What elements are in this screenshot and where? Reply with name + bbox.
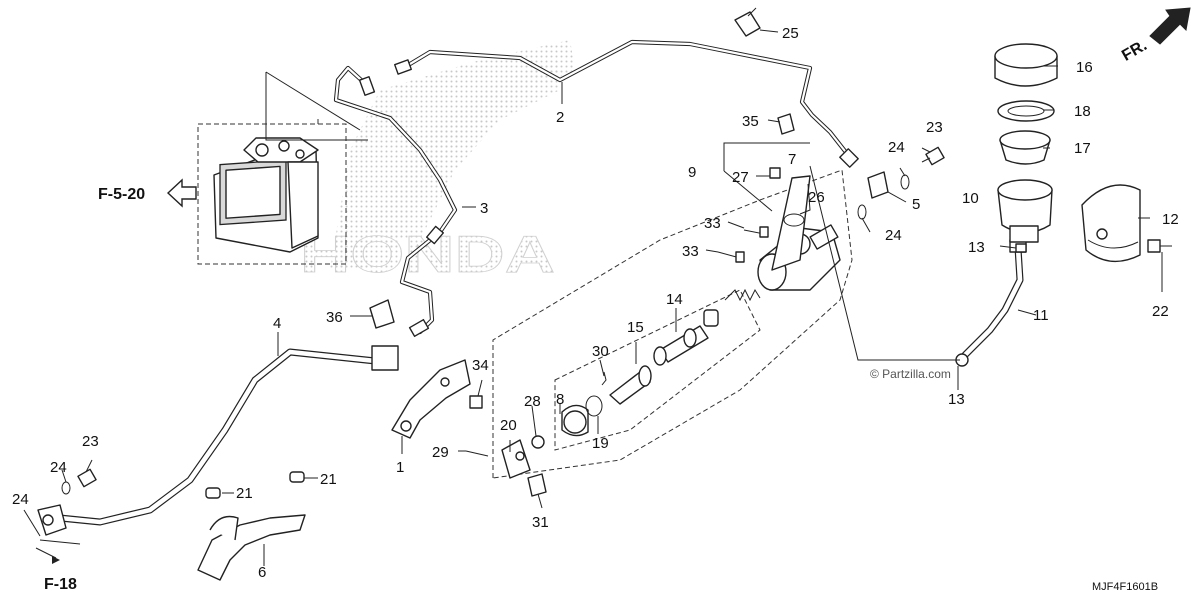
- bolt-34: [469, 395, 483, 409]
- washer-24b: [857, 204, 867, 220]
- bolt-23b: [77, 468, 97, 488]
- callout-36[interactable]: 36: [326, 309, 343, 326]
- callout-4[interactable]: 4: [273, 315, 281, 332]
- clamp-25: [734, 7, 761, 37]
- ref-arrow-f520: [166, 178, 197, 208]
- bolt-33a: [743, 226, 769, 238]
- reservoir-10: [997, 179, 1053, 243]
- honda-logo-text: HONDA: [300, 226, 555, 284]
- reservoir-holder-12: [1081, 184, 1141, 263]
- callout-31[interactable]: 31: [532, 514, 549, 531]
- master-cylinder-body: [757, 175, 841, 291]
- ref-arrow-f18: [35, 547, 60, 564]
- callout-9[interactable]: 9: [688, 164, 696, 181]
- callout-33b[interactable]: 33: [682, 243, 699, 260]
- clip-31: [527, 473, 547, 497]
- callout-16[interactable]: 16: [1076, 59, 1093, 76]
- brake-pipe-3: [333, 65, 458, 338]
- seal-26: [783, 213, 805, 227]
- brake-pipe-2: [394, 39, 859, 168]
- callout-labels: 1 2 3 4 5 6 7 8 9 10 11 12 13 13 14 15 1…: [12, 25, 1179, 581]
- pin-29: [465, 450, 489, 457]
- clip-13: [1015, 243, 1027, 253]
- callout-23a[interactable]: 23: [926, 119, 943, 136]
- circlip-19: [585, 395, 603, 417]
- callout-35[interactable]: 35: [742, 113, 759, 130]
- callout-11[interactable]: 11: [1033, 307, 1049, 324]
- callout-33a[interactable]: 33: [704, 215, 721, 232]
- bolt-21a: [205, 487, 221, 499]
- callout-30[interactable]: 30: [592, 343, 609, 360]
- spring-piston-14: [653, 288, 761, 366]
- callout-24a[interactable]: 24: [888, 139, 905, 156]
- reservoir-cap-16: [994, 43, 1058, 87]
- callout-13a[interactable]: 13: [968, 239, 985, 256]
- diagram-code: MJF4F1601B: [1092, 581, 1158, 593]
- callout-12[interactable]: 12: [1162, 211, 1179, 228]
- washer-24c: [61, 481, 71, 495]
- callout-1[interactable]: 1: [396, 459, 404, 476]
- callout-24c[interactable]: 24: [50, 459, 67, 476]
- callout-20[interactable]: 20: [500, 417, 517, 434]
- callout-8[interactable]: 8: [556, 391, 564, 408]
- abs-modulator-unit: [213, 137, 319, 253]
- callout-27[interactable]: 27: [732, 169, 749, 186]
- nut-28: [531, 435, 545, 449]
- reservoir-plate-18: [997, 100, 1055, 122]
- callout-22[interactable]: 22: [1152, 303, 1169, 320]
- leader-lines: [23, 29, 1163, 566]
- callout-26[interactable]: 26: [808, 189, 825, 206]
- callout-28[interactable]: 28: [524, 393, 541, 410]
- callout-23b[interactable]: 23: [82, 433, 99, 450]
- spring-30: [601, 371, 607, 386]
- watermark-text: © Partzilla.com: [870, 367, 951, 381]
- callout-29[interactable]: 29: [432, 444, 449, 461]
- callout-18[interactable]: 18: [1074, 103, 1091, 120]
- push-rod-15: [609, 365, 652, 405]
- dashed-group-outlines: [197, 118, 853, 479]
- bolt-22: [1147, 239, 1172, 253]
- callout-25[interactable]: 25: [782, 25, 799, 42]
- callout-34[interactable]: 34: [472, 357, 489, 374]
- ref-label-f18[interactable]: F-18: [44, 576, 77, 593]
- callout-7[interactable]: 7: [788, 151, 796, 168]
- bracket-1: [391, 359, 471, 439]
- diaphragm-17: [999, 130, 1051, 165]
- union-5: [867, 171, 889, 199]
- bolt-23a: [921, 146, 945, 166]
- bolt-21b: [289, 471, 305, 483]
- callout-21b[interactable]: 21: [320, 471, 337, 488]
- honda-wing-watermark: HONDA: [300, 40, 575, 284]
- boot-8: [561, 404, 589, 437]
- callout-15[interactable]: 15: [627, 319, 644, 336]
- callout-24d[interactable]: 24: [12, 491, 29, 508]
- brake-hose-4: [37, 345, 399, 536]
- fr-direction-arrow: [1149, 7, 1191, 45]
- callout-5[interactable]: 5: [912, 196, 920, 213]
- callout-13b[interactable]: 13: [948, 391, 965, 408]
- callout-2[interactable]: 2: [556, 109, 564, 126]
- clamp-36: [369, 299, 395, 329]
- callout-21a[interactable]: 21: [236, 485, 253, 502]
- callout-14[interactable]: 14: [666, 291, 683, 308]
- ref-label-f520[interactable]: F-5-20: [98, 186, 145, 203]
- callout-17[interactable]: 17: [1074, 140, 1091, 157]
- clutch-hose-11: [955, 239, 1027, 367]
- callout-10[interactable]: 10: [962, 190, 979, 207]
- bolt-33b: [717, 251, 745, 263]
- callout-19[interactable]: 19: [592, 435, 609, 452]
- front-direction-label: FR.: [1119, 37, 1150, 65]
- callout-24b[interactable]: 24: [885, 227, 902, 244]
- bolt-27: [769, 167, 781, 179]
- washer-24a: [900, 174, 910, 190]
- callout-3[interactable]: 3: [480, 200, 488, 217]
- clamp-35: [777, 113, 795, 135]
- callout-6[interactable]: 6: [258, 564, 266, 581]
- joint-20: [501, 439, 531, 479]
- hose-guide-6: [197, 514, 306, 581]
